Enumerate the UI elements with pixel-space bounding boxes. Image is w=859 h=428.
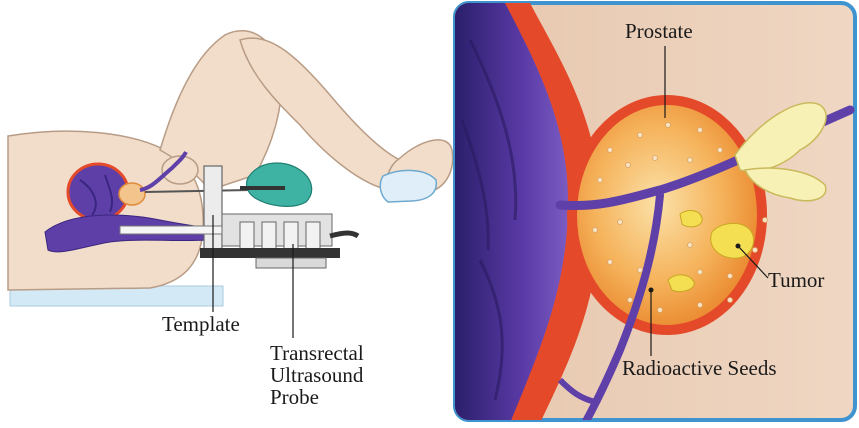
template-label: Template — [162, 313, 240, 335]
prostate-small — [119, 183, 145, 205]
radioactive-seeds-label: Radioactive Seeds — [622, 357, 777, 379]
foot-cover — [380, 170, 436, 202]
gloved-hand — [247, 163, 312, 206]
prostate-label: Prostate — [625, 20, 693, 42]
probe-label: Transrectal Ultrasound Probe — [270, 342, 364, 408]
probe-label-line-1: Transrectal — [270, 342, 364, 364]
probe-label-line-2: Ultrasound — [270, 364, 364, 386]
patient-side-view — [8, 31, 453, 338]
tumor-label: Tumor — [768, 269, 824, 291]
stepper-assembly — [200, 214, 358, 268]
probe-label-line-3: Probe — [270, 386, 364, 408]
